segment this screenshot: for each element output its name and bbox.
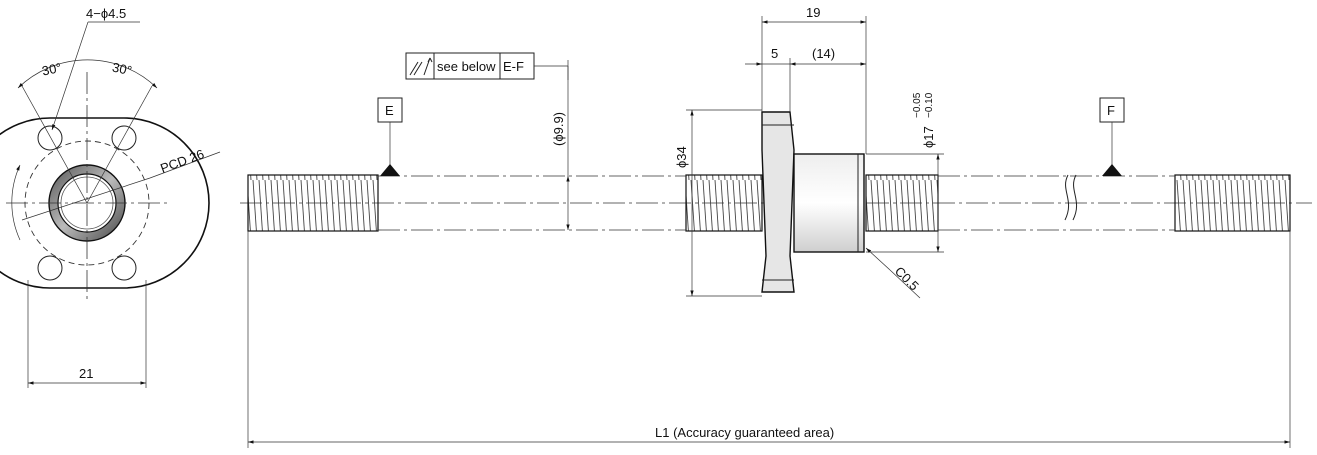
svg-text:E: E bbox=[385, 103, 394, 118]
body-tolerance-upper: −0.05 bbox=[912, 92, 923, 118]
thread-nut-right bbox=[865, 174, 939, 232]
tolerance-note: see below bbox=[437, 59, 496, 74]
tolerance-frame: see below E-F bbox=[405, 52, 569, 80]
thread-nut-left bbox=[685, 174, 763, 232]
thread-right bbox=[1174, 174, 1291, 232]
bolt-hole bbox=[37, 125, 63, 151]
svg-text:F: F bbox=[1107, 103, 1115, 118]
chamfer-label: C0.5 bbox=[892, 264, 922, 294]
shaft-diameter-label: (ϕ9.9) bbox=[551, 112, 566, 146]
tolerance-datum: E-F bbox=[503, 59, 524, 74]
flange-thickness-label: 5 bbox=[771, 46, 778, 61]
body-length-label: (14) bbox=[812, 46, 835, 61]
thread-left bbox=[247, 174, 379, 232]
side-view: 19 5 (14) ϕ34 ϕ17 −0.05 −0.10 (ϕ9.9) bbox=[240, 5, 1312, 448]
end-view: 30° 30° 4−ϕ4.5 PCD 26 21 bbox=[0, 6, 221, 388]
bolt-hole bbox=[111, 125, 137, 151]
nut-body bbox=[793, 153, 865, 253]
bolt-hole bbox=[37, 255, 63, 281]
body-tolerance-lower: −0.10 bbox=[924, 92, 935, 118]
angle-left-label: 30° bbox=[41, 60, 63, 79]
bolt-hole bbox=[111, 255, 137, 281]
flange-outline bbox=[0, 117, 210, 289]
break-line bbox=[1064, 174, 1070, 221]
flange-diameter-label: ϕ34 bbox=[674, 146, 689, 168]
nut-flange bbox=[761, 111, 795, 293]
length-l1-label: L1 (Accuracy guaranteed area) bbox=[655, 425, 834, 440]
datum-f: F bbox=[1099, 97, 1125, 176]
overall-length-label: 19 bbox=[806, 5, 820, 20]
angle-right-label: 30° bbox=[111, 60, 133, 79]
datum-e: E bbox=[377, 97, 403, 176]
hole-callout: 4−ϕ4.5 bbox=[86, 6, 126, 21]
pcd-label: PCD 26 bbox=[158, 146, 206, 176]
body-diameter-label: ϕ17 bbox=[921, 126, 936, 148]
width-label: 21 bbox=[79, 366, 93, 381]
runout-icon bbox=[409, 57, 433, 76]
